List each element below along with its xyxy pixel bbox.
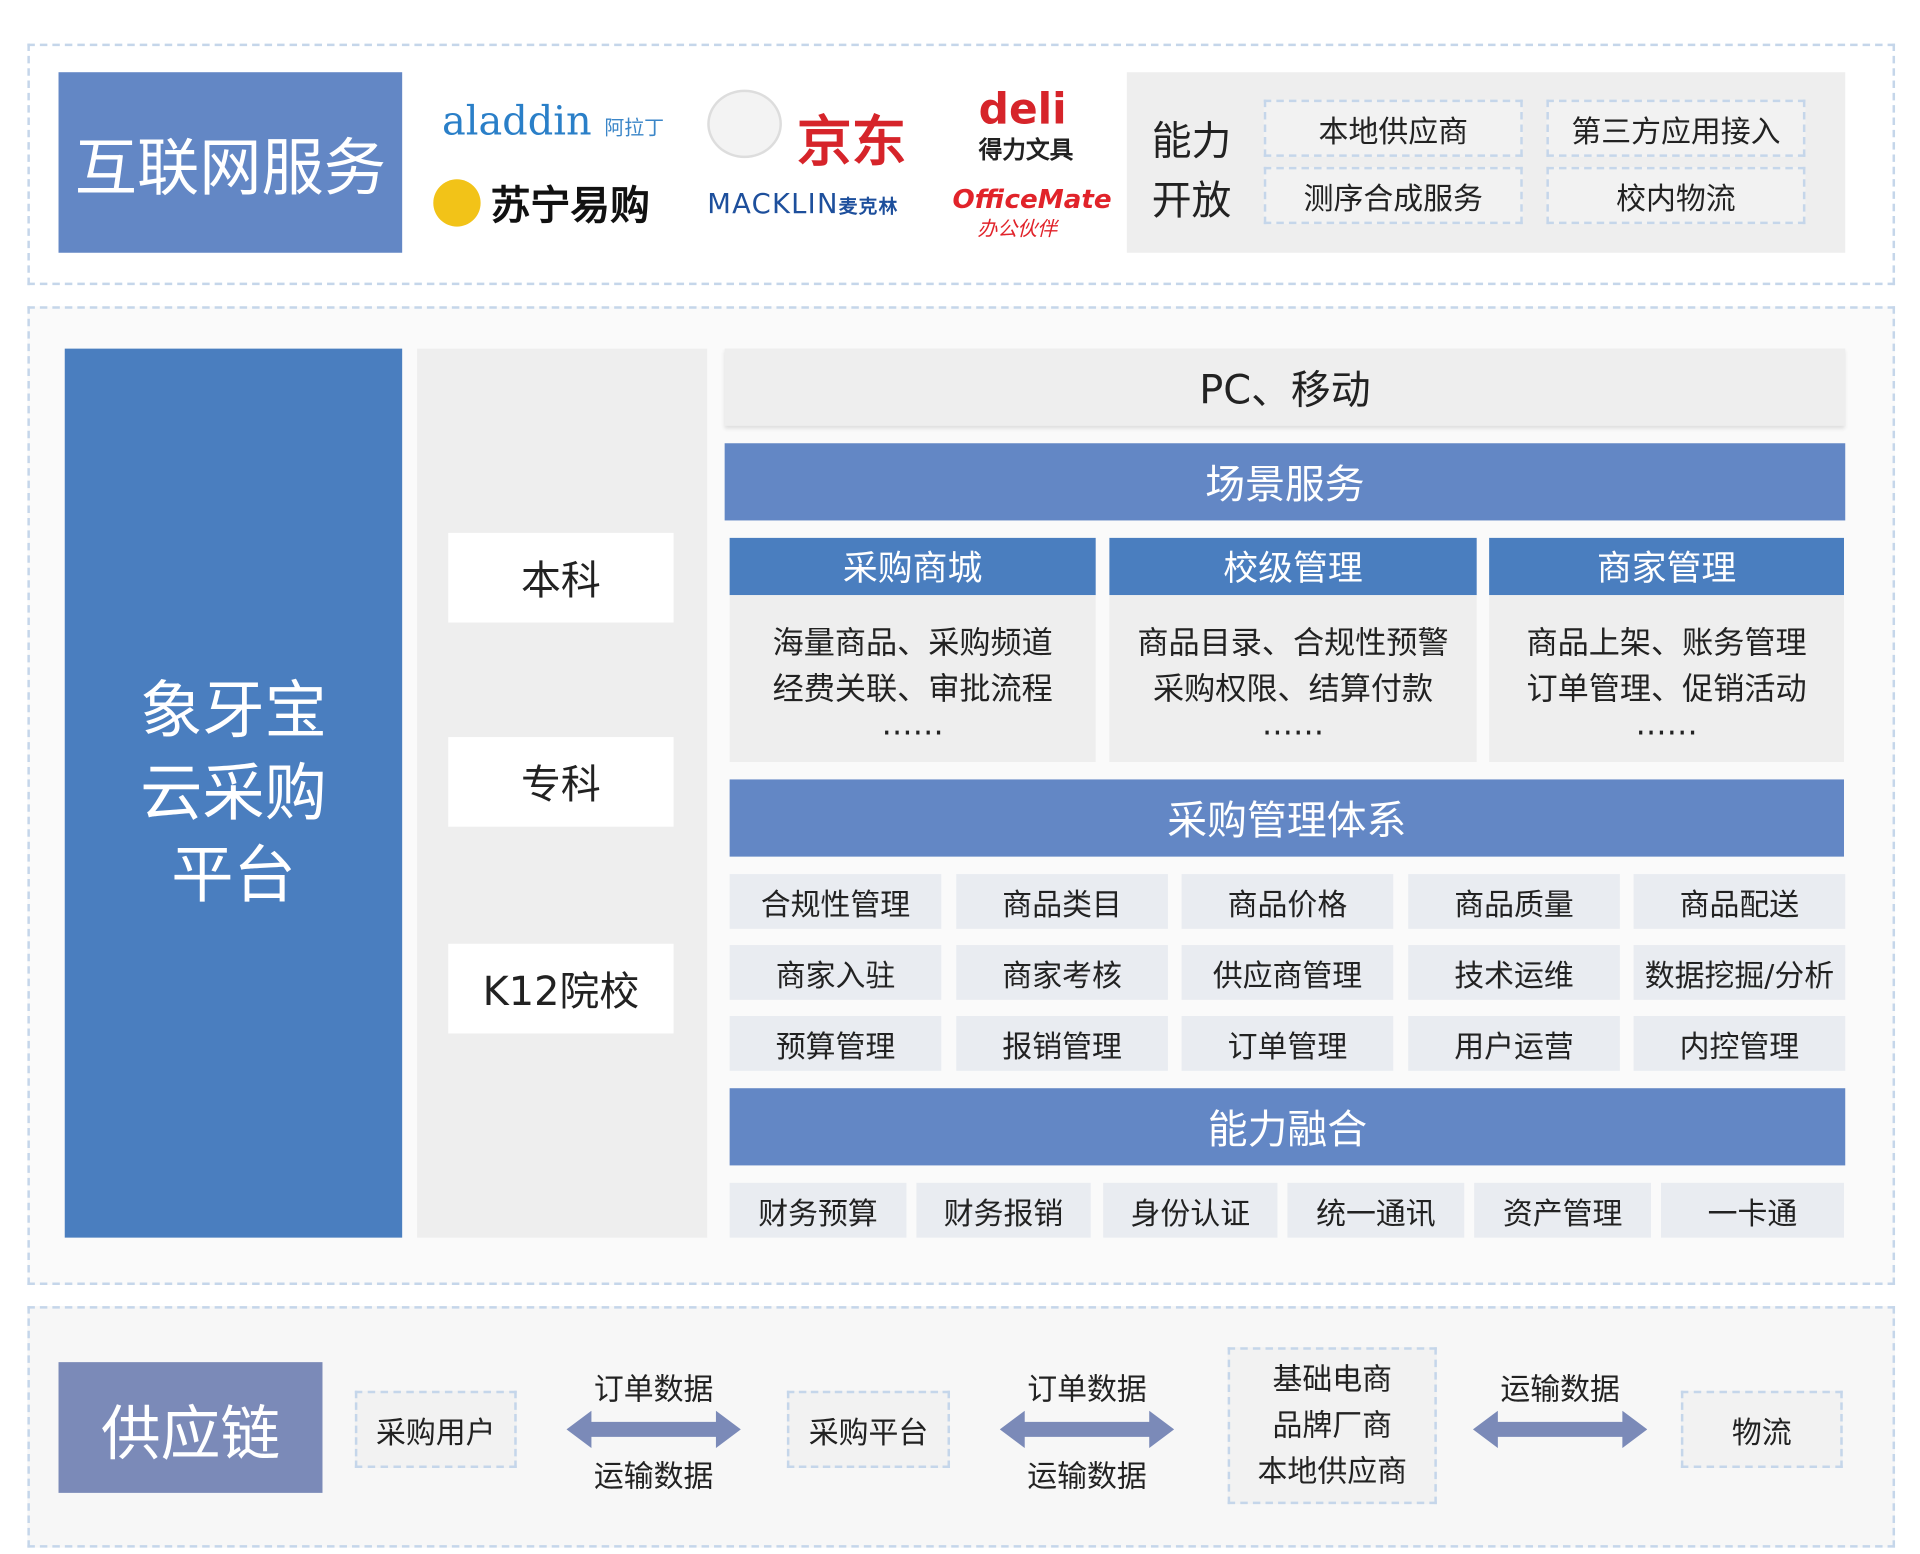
mgmt-item: 订单管理 <box>1181 1016 1394 1071</box>
internet-section <box>27 43 1896 286</box>
deli-logo: deli <box>978 84 1067 135</box>
supply-chain-title: 供应链 <box>58 1362 323 1493</box>
scene-column-title: 采购商城 <box>729 537 1096 596</box>
mgmt-item: 商家入驻 <box>729 945 942 1000</box>
fusion-item: 统一通讯 <box>1287 1182 1465 1238</box>
scene-line: 订单管理、促销活动 <box>1526 671 1807 708</box>
channel-bar: PC、移动 <box>724 348 1846 426</box>
mgmt-item: 商家考核 <box>956 945 1168 1000</box>
supplier-item: 基础电商 <box>1272 1361 1393 1397</box>
aladdin-logo: aladdin 阿拉丁 <box>442 97 665 145</box>
fusion-item: 财务预算 <box>729 1182 907 1238</box>
scene-line: 商品上架、账务管理 <box>1526 625 1807 662</box>
open-label-1: 能力 <box>1151 117 1232 165</box>
platform-title: 象牙宝云采购平台 <box>64 348 403 1238</box>
level-undergrad: 本科 <box>448 532 674 623</box>
scene-column-title: 校级管理 <box>1109 537 1477 596</box>
supplier-item: 品牌厂商 <box>1272 1407 1393 1443</box>
fusion-item: 身份认证 <box>1103 1182 1278 1238</box>
open-item: 第三方应用接入 <box>1546 99 1806 157</box>
flow-label: 运输数据 <box>1500 1372 1620 1407</box>
scene-line: …… <box>1261 705 1325 743</box>
node-purchase-user: 采购用户 <box>354 1390 517 1468</box>
level-college: 专科 <box>448 737 674 827</box>
scene-column-body: 海量商品、采购频道经费关联、审批流程…… <box>729 595 1096 763</box>
suning-logo: 苏宁易购 <box>433 174 650 231</box>
scene-line: …… <box>1635 705 1698 743</box>
scene-line: …… <box>881 705 944 743</box>
mgmt-item: 合规性管理 <box>729 874 942 929</box>
scene-line: 商品目录、合规性预警 <box>1137 625 1449 662</box>
flow-label: 运输数据 <box>1027 1459 1147 1495</box>
jd-mascot-icon <box>707 89 782 159</box>
scene-column-body: 商品目录、合规性预警采购权限、结算付款…… <box>1109 595 1477 763</box>
double-arrow-icon <box>1472 1410 1648 1449</box>
double-arrow-icon <box>566 1410 741 1449</box>
fusion-item: 一卡通 <box>1660 1182 1844 1238</box>
node-suppliers: 基础电商品牌厂商本地供应商 <box>1227 1347 1437 1505</box>
officemate-logo: OfficeMate <box>952 184 1112 215</box>
fusion-item: 资产管理 <box>1474 1182 1652 1238</box>
mgmt-item: 内控管理 <box>1633 1016 1846 1071</box>
flow-label: 订单数据 <box>1027 1372 1147 1407</box>
node-purchase-platform: 采购平台 <box>786 1390 951 1468</box>
open-item: 本地供应商 <box>1263 99 1523 157</box>
flow-label: 订单数据 <box>593 1372 714 1407</box>
flow-label: 运输数据 <box>593 1459 714 1495</box>
mgmt-item: 报销管理 <box>956 1016 1168 1071</box>
platform-title-line: 平台 <box>171 839 296 912</box>
fusion-item: 财务报销 <box>916 1182 1091 1238</box>
open-label-2: 开放 <box>1151 176 1232 225</box>
supplier-item: 本地供应商 <box>1257 1453 1407 1489</box>
platform-title-line: 象牙宝 <box>140 674 327 748</box>
open-item: 校内物流 <box>1546 166 1806 225</box>
procurement-mgmt-bar: 采购管理体系 <box>729 779 1844 857</box>
mgmt-item: 数据挖掘/分析 <box>1633 945 1846 1000</box>
capability-fusion-bar: 能力融合 <box>729 1088 1846 1166</box>
scene-line: 采购权限、结算付款 <box>1152 671 1434 708</box>
deli-subtitle: 得力文具 <box>978 136 1074 165</box>
node-logistics: 物流 <box>1680 1390 1843 1468</box>
internet-services-title: 互联网服务 <box>58 72 403 253</box>
scene-services-bar: 场景服务 <box>724 443 1846 521</box>
officemate-subtitle: 办公伙伴 <box>977 216 1058 241</box>
open-item: 测序合成服务 <box>1263 166 1523 225</box>
mgmt-item: 用户运营 <box>1408 1016 1620 1071</box>
mgmt-item: 商品价格 <box>1181 874 1394 929</box>
scene-line: 海量商品、采购频道 <box>772 625 1053 662</box>
jd-logo: 京东 <box>796 110 907 175</box>
scene-column-body: 商品上架、账务管理订单管理、促销活动…… <box>1489 595 1844 763</box>
mgmt-item: 商品类目 <box>956 874 1168 929</box>
double-arrow-icon <box>999 1410 1175 1449</box>
mgmt-item: 供应商管理 <box>1181 945 1394 1000</box>
mgmt-item: 商品质量 <box>1408 874 1620 929</box>
macklin-logo: MACKLIN麦克林 <box>707 189 899 221</box>
mgmt-item: 技术运维 <box>1408 945 1620 1000</box>
mgmt-item: 商品配送 <box>1633 874 1846 929</box>
platform-title-line: 云采购 <box>140 757 327 830</box>
level-k12: K12院校 <box>448 943 674 1034</box>
scene-column-title: 商家管理 <box>1489 537 1844 596</box>
mgmt-item: 预算管理 <box>729 1016 942 1071</box>
scene-line: 经费关联、审批流程 <box>772 671 1053 708</box>
